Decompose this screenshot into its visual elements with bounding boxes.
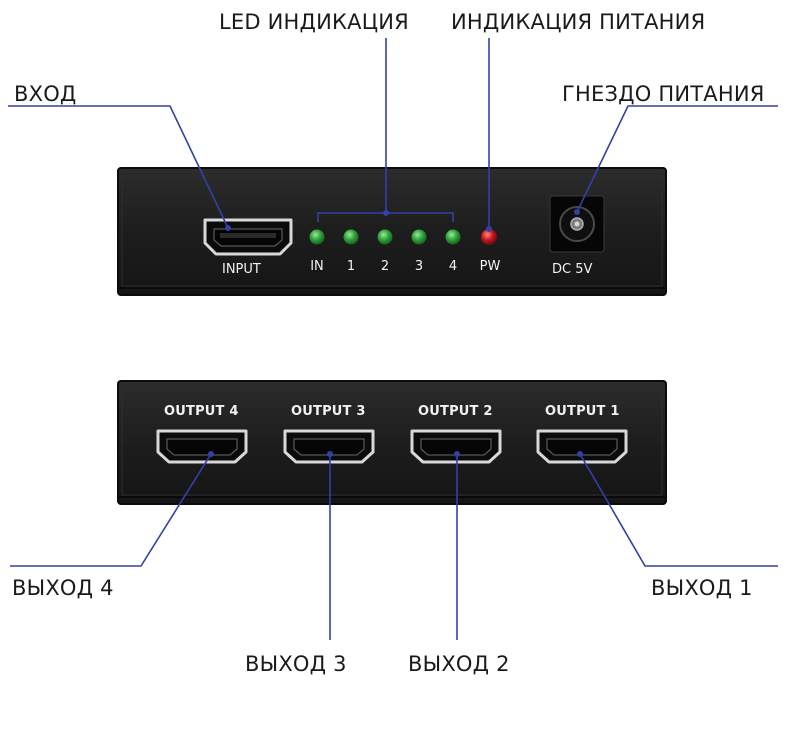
hdmi-input-port[interactable]: [203, 218, 293, 256]
callout-output-2: ВЫХОД 2: [408, 652, 510, 676]
hdmi-output-3-port[interactable]: [283, 429, 375, 464]
led-label-1: 1: [346, 259, 356, 274]
led-3: [411, 229, 427, 245]
callout-input: ВХОД: [14, 82, 77, 106]
led-row: [309, 229, 497, 245]
leader-input: [8, 105, 229, 229]
led-2: [377, 229, 393, 245]
front-panel: [117, 167, 667, 296]
callout-power-jack: ГНЕЗДО ПИТАНИЯ: [562, 82, 765, 106]
led-1: [343, 229, 359, 245]
input-port-label: INPUT: [222, 262, 261, 277]
led-label-power: PW: [479, 259, 501, 274]
leader-power-jack: [576, 105, 778, 213]
leader-output-4: [10, 453, 212, 567]
output-4-label: OUTPUT 4: [164, 404, 239, 419]
power-jack-label: DC 5V: [552, 262, 593, 277]
hdmi-output-4-port[interactable]: [156, 429, 248, 464]
led-label-4: 4: [448, 259, 458, 274]
leader-lines: [8, 38, 778, 640]
leader-output-1: [579, 453, 778, 567]
led-label-2: 2: [380, 259, 390, 274]
output-1-label: OUTPUT 1: [545, 404, 620, 419]
output-2-label: OUTPUT 2: [418, 404, 493, 419]
callout-output-1: ВЫХОД 1: [651, 576, 753, 600]
back-panel: [117, 380, 667, 505]
callout-led-indication: LED ИНДИКАЦИЯ: [219, 10, 409, 34]
led-4: [445, 229, 461, 245]
led-label-in: IN: [310, 259, 324, 274]
callout-output-4: ВЫХОД 4: [12, 576, 114, 600]
dc-power-jack[interactable]: [549, 195, 605, 253]
hdmi-output-1-port[interactable]: [536, 429, 628, 464]
led-power: [481, 229, 497, 245]
output-3-label: OUTPUT 3: [291, 404, 366, 419]
callout-power-indication: ИНДИКАЦИЯ ПИТАНИЯ: [451, 10, 706, 34]
callout-output-3: ВЫХОД 3: [245, 652, 347, 676]
led-label-3: 3: [414, 259, 424, 274]
led-in: [309, 229, 325, 245]
hdmi-output-2-port[interactable]: [410, 429, 502, 464]
